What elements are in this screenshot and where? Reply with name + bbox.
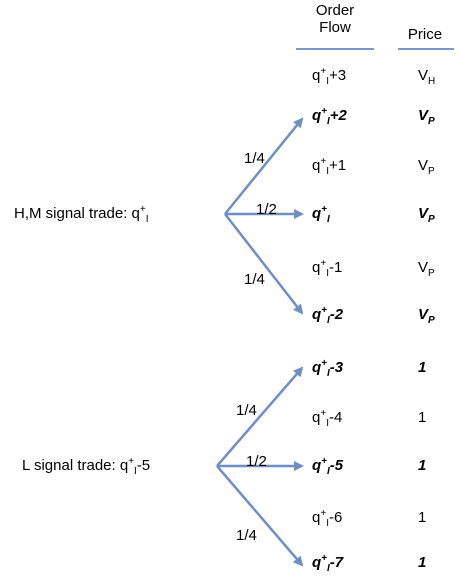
prob-hm-mid: 1/2	[256, 201, 277, 218]
order-header-rule	[296, 48, 374, 50]
price-cell: VP	[418, 205, 435, 225]
price-cell: VP	[418, 157, 435, 177]
arrow-l-up	[216, 366, 304, 467]
prob-l-down: 1/4	[236, 527, 257, 544]
price-cell: 1	[418, 359, 427, 376]
order-cell: q+I+3	[312, 66, 347, 87]
l-signal-label: L signal trade: q+I-5	[22, 456, 151, 477]
price-cell: VP	[418, 259, 435, 279]
order-cell: q+I-4	[312, 408, 343, 429]
order-header-line2: Flow	[319, 19, 351, 36]
prob-hm-up: 1/4	[244, 150, 265, 167]
order-cell: q+I-6	[312, 508, 343, 529]
price-header: Price	[407, 26, 443, 43]
prob-l-up: 1/4	[236, 402, 257, 419]
order-cell: q+I-2	[312, 305, 344, 326]
price-cell: VP	[418, 107, 435, 127]
price-cell: VP	[418, 306, 435, 326]
prob-l-mid: 1/2	[246, 453, 267, 470]
arrow-l-down	[216, 465, 304, 567]
order-header-line1: Order	[315, 2, 355, 19]
arrow-hm-up	[224, 117, 304, 215]
order-cell: q+I-5	[312, 456, 344, 477]
price-header-rule	[398, 48, 454, 50]
hm-signal-label: H,M signal trade: q+I	[14, 204, 149, 225]
price-cell: 1	[418, 509, 427, 526]
arrow-hm-down	[224, 213, 304, 315]
price-cell: 1	[418, 409, 427, 426]
price-cell: VH	[418, 67, 436, 87]
price-cell: 1	[418, 554, 427, 571]
order-cell: q+I-3	[312, 358, 344, 379]
order-cell: q+I-1	[312, 258, 343, 279]
order-cell: q+I+1	[312, 156, 347, 177]
price-cell: 1	[418, 457, 427, 474]
order-flow-header: Order Flow	[300, 2, 370, 36]
prob-hm-down: 1/4	[244, 271, 265, 288]
order-cell: q+I	[312, 204, 330, 225]
order-cell: q+I+2	[312, 106, 347, 127]
order-cell: q+I-7	[312, 553, 344, 574]
